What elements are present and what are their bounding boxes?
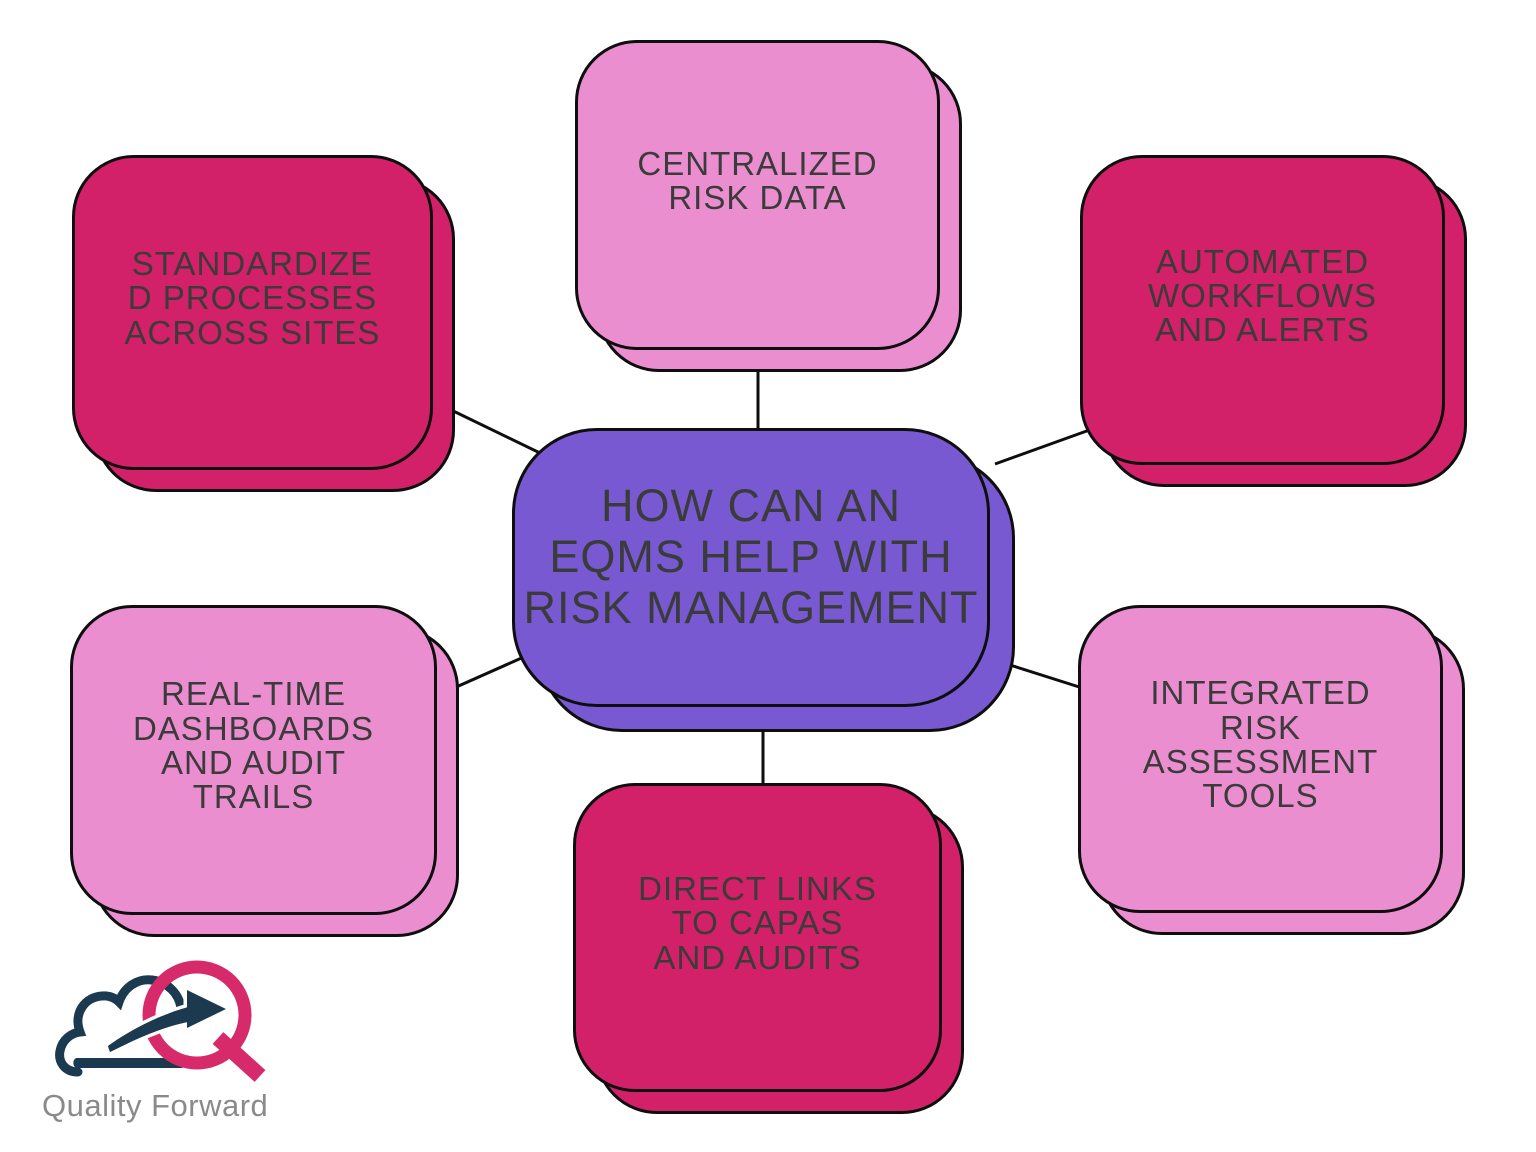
node-direct-links-to-capas-and-audits: DIRECT LINKS TO CAPAS AND AUDITS [573, 783, 964, 1114]
node-card: DIRECT LINKS TO CAPAS AND AUDITS [573, 783, 942, 1092]
node-standardized-processes-across-sites: STANDARDIZE D PROCESSES ACROSS SITES [72, 155, 455, 492]
q-ring [142, 960, 252, 1070]
node-centralized-risk-data: CENTRALIZED RISK DATA [575, 40, 962, 372]
connector-standardized-processes-across-sites [444, 405, 541, 455]
node-automated-workflows-and-alerts: AUTOMATED WORKFLOWS AND ALERTS [1080, 155, 1467, 487]
node-integrated-risk-assessment-tools: INTEGRATED RISK ASSESSMENT TOOLS [1078, 605, 1465, 935]
cloud-q-arrow-icon [55, 960, 266, 1082]
brand-name: Quality Forward [42, 1088, 269, 1123]
node-card: REAL-TIME DASHBOARDS AND AUDIT TRAILS [70, 605, 437, 915]
brand-logo: Quality Forward [42, 960, 292, 1124]
node-center-question: HOW CAN AN EQMS HELP WITH RISK MANAGEMEN… [512, 428, 1015, 732]
node-card: CENTRALIZED RISK DATA [575, 40, 940, 350]
node-card: INTEGRATED RISK ASSESSMENT TOOLS [1078, 605, 1443, 913]
node-label: CENTRALIZED RISK DATA [637, 144, 878, 216]
node-card: AUTOMATED WORKFLOWS AND ALERTS [1080, 155, 1445, 465]
node-label: AUTOMATED WORKFLOWS AND ALERTS [1148, 242, 1377, 349]
cloud-base-bar [73, 1058, 195, 1068]
center-title: HOW CAN AN EQMS HELP WITH RISK MANAGEMEN… [523, 480, 979, 633]
connector-automated-workflows-and-alerts [994, 426, 1096, 466]
node-label: DIRECT LINKS TO CAPAS AND AUDITS [638, 870, 877, 976]
arrow-swoosh-fill [108, 1007, 188, 1052]
node-label: STANDARDIZE D PROCESSES ACROSS SITES [124, 245, 381, 351]
node-label: INTEGRATED RISK ASSESSMENT TOOLS [1142, 674, 1379, 815]
node-label: REAL-TIME DASHBOARDS AND AUDIT TRAILS [132, 675, 375, 816]
arrow-head [183, 986, 230, 1032]
q-tail [212, 1032, 266, 1082]
node-card: STANDARDIZE D PROCESSES ACROSS SITES [72, 155, 433, 470]
node-real-time-dashboards-and-audit-trails: REAL-TIME DASHBOARDS AND AUDIT TRAILS [70, 605, 459, 937]
node-card: HOW CAN AN EQMS HELP WITH RISK MANAGEMEN… [512, 428, 990, 707]
